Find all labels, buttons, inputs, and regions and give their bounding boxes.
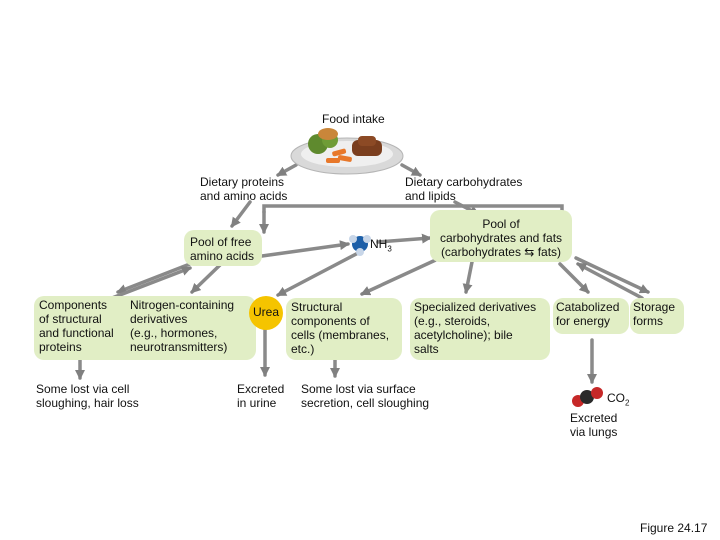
excreted-urine-label: Excreted in urine (237, 382, 285, 410)
urea-label: Urea (252, 305, 279, 319)
arrow-amino-to-components (116, 260, 197, 294)
protein-derivatives-box: Components of structural and functional … (34, 296, 256, 360)
arrow-food-to-carbs (400, 163, 422, 177)
structural-label: Structural components of cells (membrane… (291, 300, 390, 356)
arrow-storage-to-carb (576, 262, 644, 300)
arrow-proteins-to-amino-pool (230, 200, 252, 228)
catabolized-label: Catabolized for energy (556, 300, 620, 328)
arrow-nh3-to-urea (276, 250, 362, 297)
arrow-nh3-to-carb-pool (376, 233, 432, 244)
lost-cell-label: Some lost via cell sloughing, hair loss (36, 382, 139, 410)
arrow-carb-to-structural (360, 256, 442, 296)
food-intake-label: Food intake (322, 112, 385, 126)
nh3-molecule-icon (349, 235, 371, 256)
nitrogen-derivatives-label: Nitrogen-containing derivatives (e.g., h… (130, 298, 235, 354)
components-label: Components of structural and functional … (39, 298, 114, 354)
amino-pool-label: Pool of free amino acids (190, 235, 255, 263)
arrow-carb-to-catabolized (558, 262, 590, 294)
lost-surface-label: Some lost via surface secretion, cell sl… (301, 382, 430, 410)
specialized-box: Specialized derivatives (e.g., steroids,… (410, 298, 550, 360)
arrow-amino-to-nitrogen (190, 263, 222, 294)
storage-box: Storage forms (630, 298, 684, 334)
carb-pool-label: Pool of carbohydrates and fats (carbohyd… (439, 217, 563, 259)
arrow-amino-to-nh3 (260, 240, 350, 258)
co2-label: CO2 (607, 391, 630, 408)
arrow-carb-to-specialized (462, 260, 474, 294)
arrow-food-to-proteins (276, 163, 298, 177)
dietary-carbs-label: Dietary carbohydrates and lipids (405, 175, 523, 203)
arrow-components-to-amino (110, 266, 192, 300)
food-plate-illustration (290, 128, 404, 175)
amino-pool-box: Pool of free amino acids (184, 230, 262, 266)
arrow-carb-to-storage (574, 256, 650, 294)
structural-box: Structural components of cells (membrane… (286, 298, 402, 360)
nh3-label: NH3 (370, 237, 392, 254)
specialized-label: Specialized derivatives (e.g., steroids,… (414, 300, 537, 356)
storage-label: Storage forms (633, 300, 676, 328)
co2-molecule-icon (572, 387, 603, 407)
catabolized-box: Catabolized for energy (553, 298, 629, 334)
carb-pool-box: Pool of carbohydrates and fats (carbohyd… (430, 210, 572, 262)
dietary-proteins-label: Dietary proteins and amino acids (200, 175, 288, 203)
excreted-lungs-label: Excreted via lungs (570, 411, 618, 439)
figure-label: Figure 24.17 (640, 521, 708, 535)
urea-circle: Urea (249, 296, 283, 330)
